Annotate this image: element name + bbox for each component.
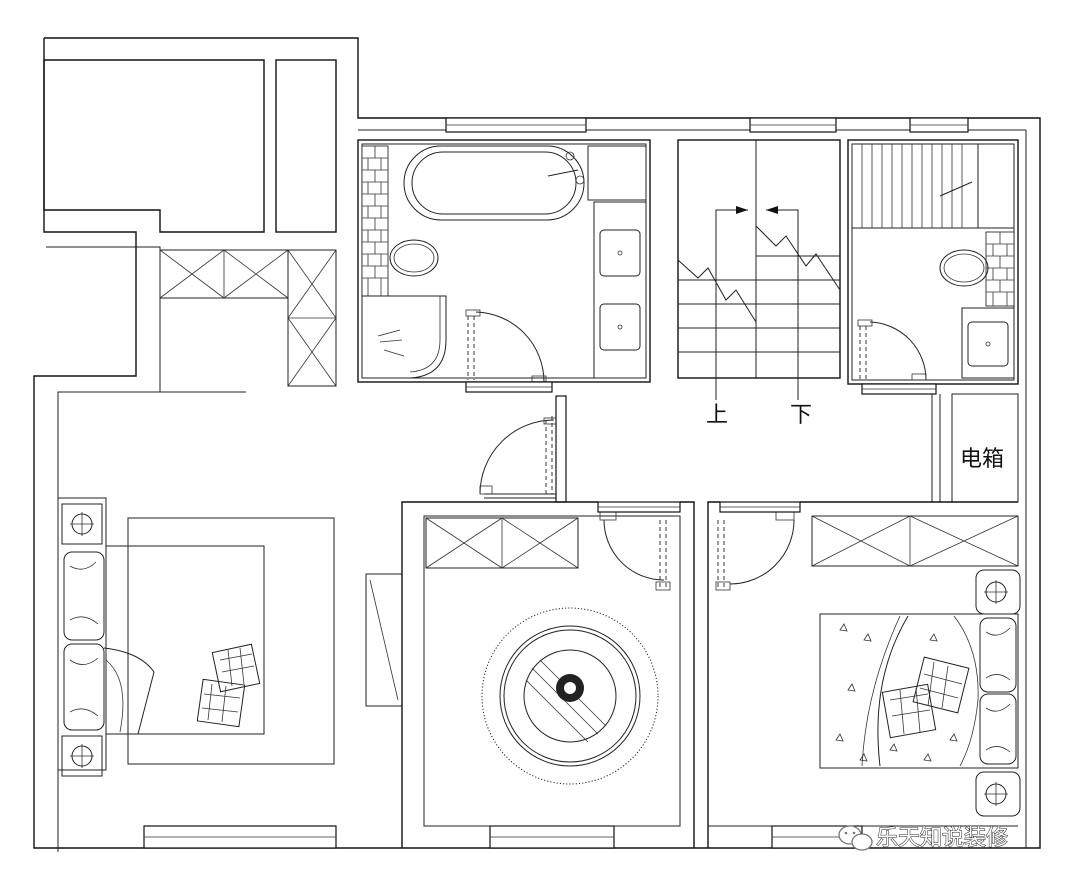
- tv-panel-diagonal: [369, 579, 399, 701]
- nightstands-right: [975, 569, 1021, 817]
- bathtub: [403, 145, 647, 221]
- stair-up-label: 上: [706, 403, 728, 428]
- watermark-text: 乐天知说装修: [876, 826, 1008, 851]
- washbasin-small: [961, 307, 1015, 379]
- bathroom-door: [465, 309, 553, 393]
- watermark: 乐天知说装修: [838, 825, 1009, 852]
- middle-bedroom-door: [597, 501, 681, 591]
- electrical-box: 电箱: [931, 393, 1019, 503]
- double-vanity: [593, 201, 647, 379]
- shower: [362, 295, 447, 379]
- stair-down-label: 下: [790, 403, 812, 428]
- electrical-box-label: 电箱: [960, 447, 1004, 472]
- toilet: [389, 239, 439, 277]
- top-left-void: [43, 59, 337, 233]
- toilet-small: [939, 249, 989, 287]
- second-bathroom: [847, 139, 1019, 395]
- shower-stall: [851, 143, 1015, 229]
- staircase: 上 下: [677, 139, 841, 428]
- cushions-left: [196, 643, 261, 728]
- windows: [143, 117, 969, 849]
- brick-wall-small: [985, 231, 1015, 307]
- brick-wall-pattern: [361, 145, 389, 297]
- wardrobe-left: [159, 249, 337, 393]
- double-bed-right: [819, 613, 1019, 769]
- left-bedroom: [57, 497, 335, 777]
- master-bathroom: [357, 139, 651, 383]
- round-rug: [481, 607, 659, 785]
- wechat-icon: [838, 825, 873, 851]
- second-bathroom-door: [857, 319, 937, 395]
- corridor-door: [479, 395, 567, 503]
- middle-bedroom: [401, 501, 695, 848]
- right-bedroom-door: [715, 501, 801, 591]
- right-bedroom: [707, 501, 1021, 848]
